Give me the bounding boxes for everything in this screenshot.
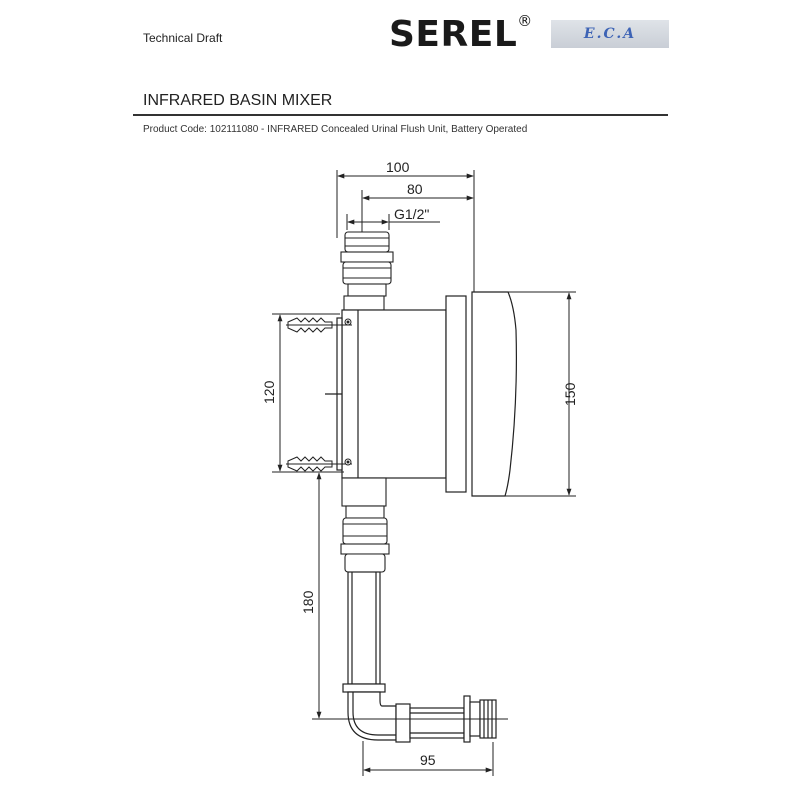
dimension-100-label: 100 (386, 159, 410, 175)
dimension-100 (336, 170, 475, 296)
dimension-95-label: 95 (420, 752, 436, 768)
dimension-180 (312, 471, 508, 720)
wall-anchor-top (286, 317, 352, 333)
wall-anchor-bottom (286, 456, 352, 472)
serel-logo: SEREL® (389, 12, 533, 55)
pipe-elbow (347, 691, 397, 741)
page-title: INFRARED BASIN MIXER (143, 92, 333, 109)
product-code-line: Product Code: 102111080 - INFRARED Conce… (143, 124, 528, 135)
dimension-80-label: 80 (407, 181, 423, 197)
dimension-120 (272, 313, 340, 473)
dimension-180-label: 180 (300, 590, 316, 614)
bottom-outlet-fitting (340, 477, 390, 573)
document-type-label: Technical Draft (143, 31, 223, 45)
dimension-95 (362, 741, 494, 776)
cover-flange (445, 295, 467, 493)
dimension-thread-label: G1/2" (394, 206, 429, 222)
connection-pipe (342, 571, 386, 693)
top-inlet-fitting (340, 231, 394, 311)
dimension-150-label: 150 (562, 382, 578, 406)
title-divider (133, 114, 668, 116)
brand-name: SEREL (389, 14, 518, 55)
partner-logo-text: E.C.A (583, 26, 637, 42)
sensor-cover (471, 291, 517, 497)
dimension-150 (505, 291, 576, 497)
dimension-thread (346, 214, 440, 230)
registered-mark: ® (517, 12, 533, 30)
valve-body (325, 309, 447, 479)
dimension-120-label: 120 (261, 380, 277, 404)
eca-logo: E.C.A (551, 20, 669, 48)
